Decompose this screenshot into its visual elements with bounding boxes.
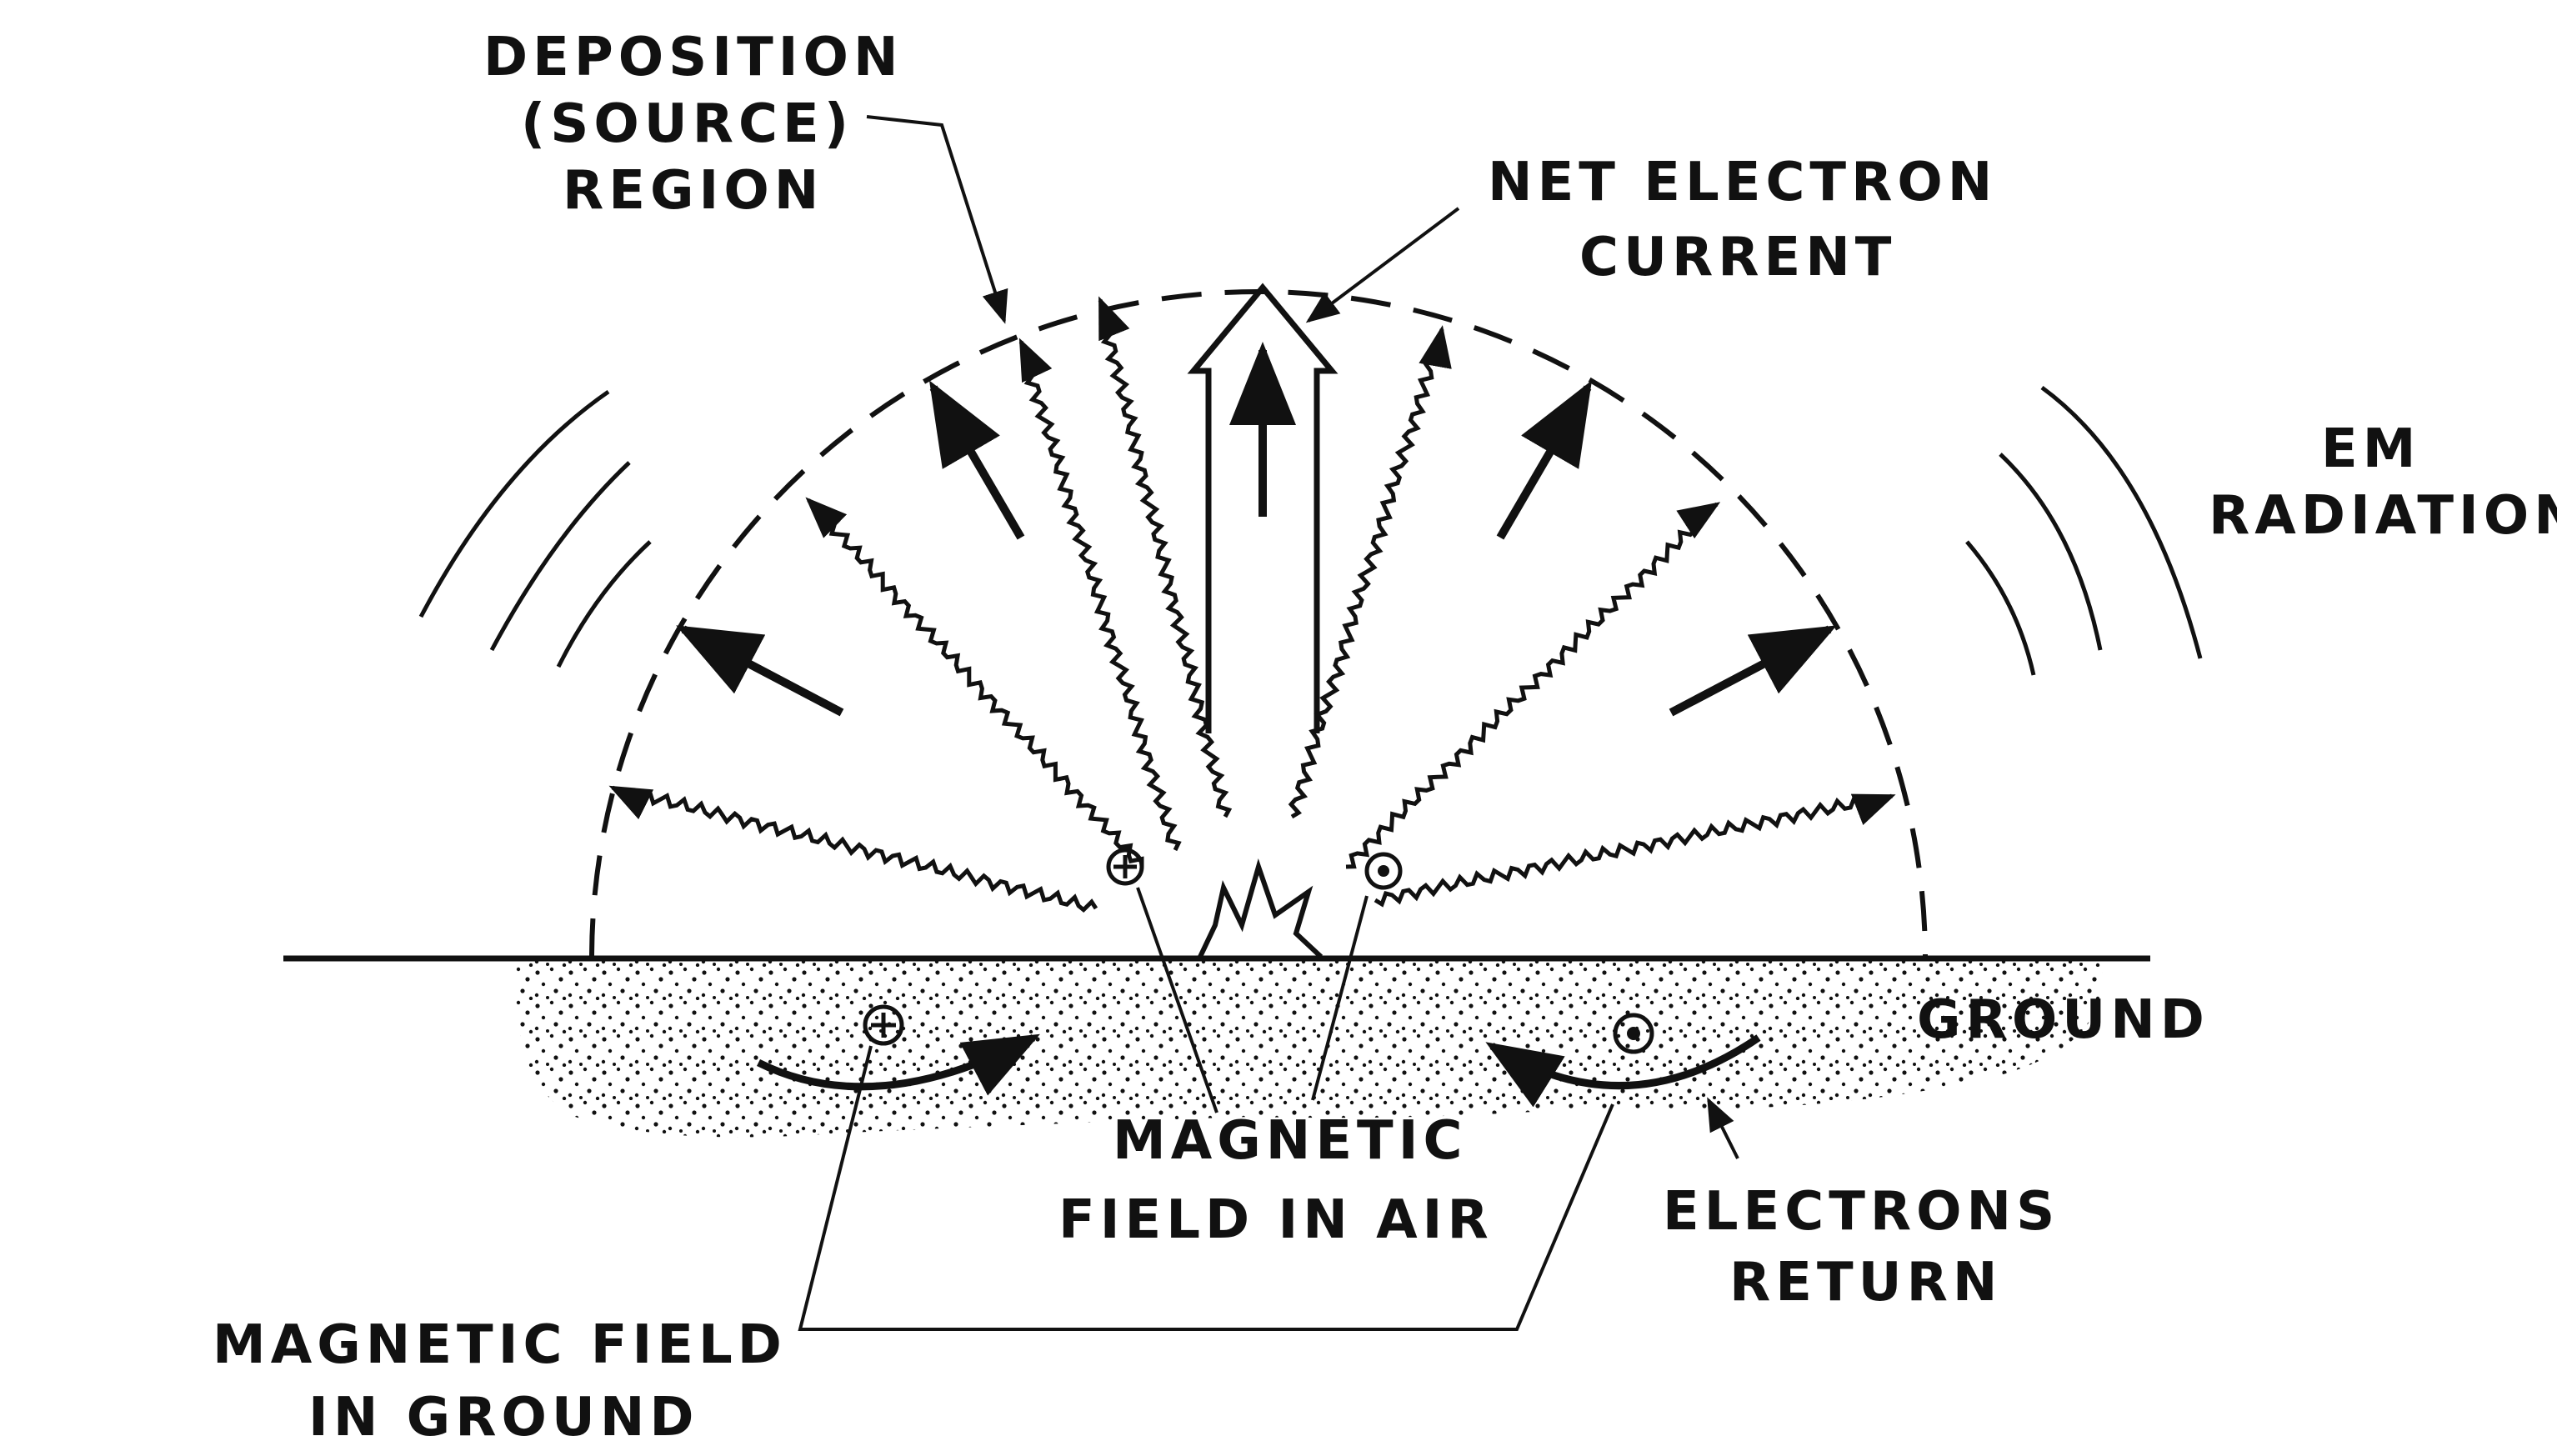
em-radiation-label-line1: EM [2321,418,2420,480]
deposition-region-label-line1: DEPOSITION [483,27,903,88]
gamma-ray-arrow-6 [1345,502,1721,869]
magnetic-field-into-icon [1106,848,1144,886]
ground-region [515,958,2103,1138]
gamma-ray-wavy-arrows [608,296,1896,913]
gamma-ray-arrow-2 [805,497,1144,867]
net-electron-current-label-line2: CURRENT [1579,227,1896,288]
gamma-ray-arrow-1 [608,785,1098,913]
leader-lines [798,115,1739,1331]
net-electron-current-label-line1: NET ELECTRON [1488,152,1997,213]
em-radiation-label-line2: RADIATION [2209,485,2557,547]
magnetic-field-in-air-label-line1: MAGNETIC [1113,1110,1467,1172]
em-radiation-waves-left [418,389,652,668]
magnetic-field-out-icon [1364,852,1403,890]
electron-return-arc-left [756,1033,1040,1096]
magnetic-field-in-ground-label-line1: MAGNETIC FIELD [213,1314,787,1376]
gamma-ray-arrow-3 [1018,338,1182,852]
electron-arrows [676,342,1837,717]
net-electron-current-arrow [1187,283,1339,733]
electrons-return-label-line2: RETURN [1729,1252,2002,1313]
gamma-ray-arrow-7 [1374,793,1896,908]
ground-label: GROUND [1917,989,2209,1051]
magnetic-field-in-air-label-line2: FIELD IN AIR [1058,1189,1494,1251]
em-radiation-waves-right [1965,385,2203,676]
deposition-region-label-line2: (SOURCE) [521,93,853,155]
electron-return-arc-right [1485,1034,1761,1108]
gamma-ray-arrow-4 [1098,296,1233,818]
burst-icon [1198,858,1324,959]
ground-magnetic-into-icon [863,1004,904,1046]
deposition-region-label-line3: REGION [563,160,823,222]
gamma-ray-arrow-5 [1288,325,1452,819]
magnetic-field-in-ground-label-line2: IN GROUND [308,1387,699,1448]
ground-magnetic-out-icon [1613,1013,1654,1054]
electrons-return-label-line1: ELECTRONS [1663,1181,2059,1243]
